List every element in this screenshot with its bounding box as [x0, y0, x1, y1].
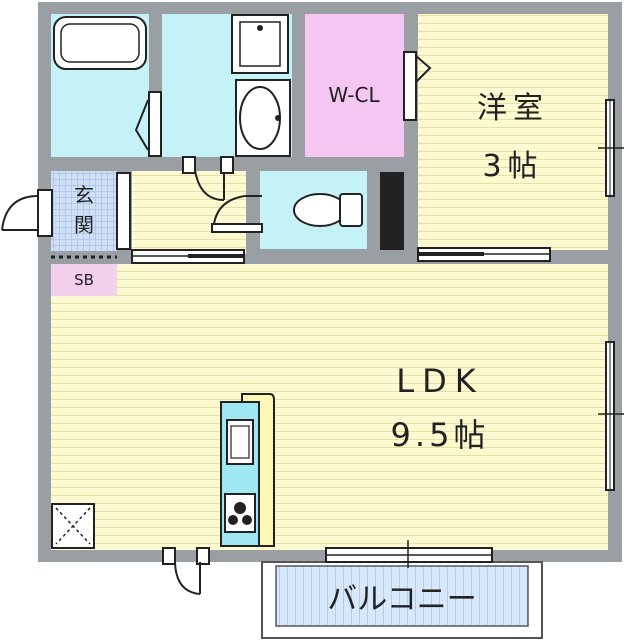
- washroom-door-icon: [182, 156, 196, 174]
- entrance-step: [116, 172, 131, 250]
- ldk-floor-top: [130, 264, 608, 312]
- entrance-label-line2: 関: [74, 213, 94, 237]
- entrance-door-icon: [37, 189, 53, 237]
- closet-door-icon: [403, 51, 417, 121]
- shoebox-overlay: [51, 264, 117, 296]
- bedroom-label-line1: 洋室: [477, 91, 549, 126]
- bedroom-floor: [418, 14, 608, 250]
- pipe-shaft: [380, 172, 404, 250]
- entrance-label-line1: 玄: [74, 183, 94, 207]
- bath-door-icon: [148, 91, 162, 157]
- hallway-floor: [132, 171, 246, 254]
- closet-room: [305, 14, 404, 157]
- ldk-door-icon: [162, 547, 176, 565]
- entrance-floor: [51, 171, 117, 251]
- balcony-floor: [275, 565, 529, 627]
- toilet-door-icon: [211, 223, 263, 233]
- washing-machine-icon: [231, 14, 289, 74]
- shoebox-label: SB: [74, 271, 94, 289]
- ldk-label-line1: LDK: [396, 362, 483, 400]
- toilet-icon: [293, 193, 363, 227]
- ventilation-icon: [51, 503, 95, 549]
- closet-label: W-CL: [328, 83, 380, 107]
- balcony-label: バルコニー: [327, 582, 476, 617]
- ldk-label-line2: 9.5帖: [391, 416, 490, 454]
- bathtub-icon: [53, 16, 147, 70]
- kitchen-counter-icon: [220, 393, 275, 547]
- bedroom-label-line2: 3帖: [482, 149, 543, 184]
